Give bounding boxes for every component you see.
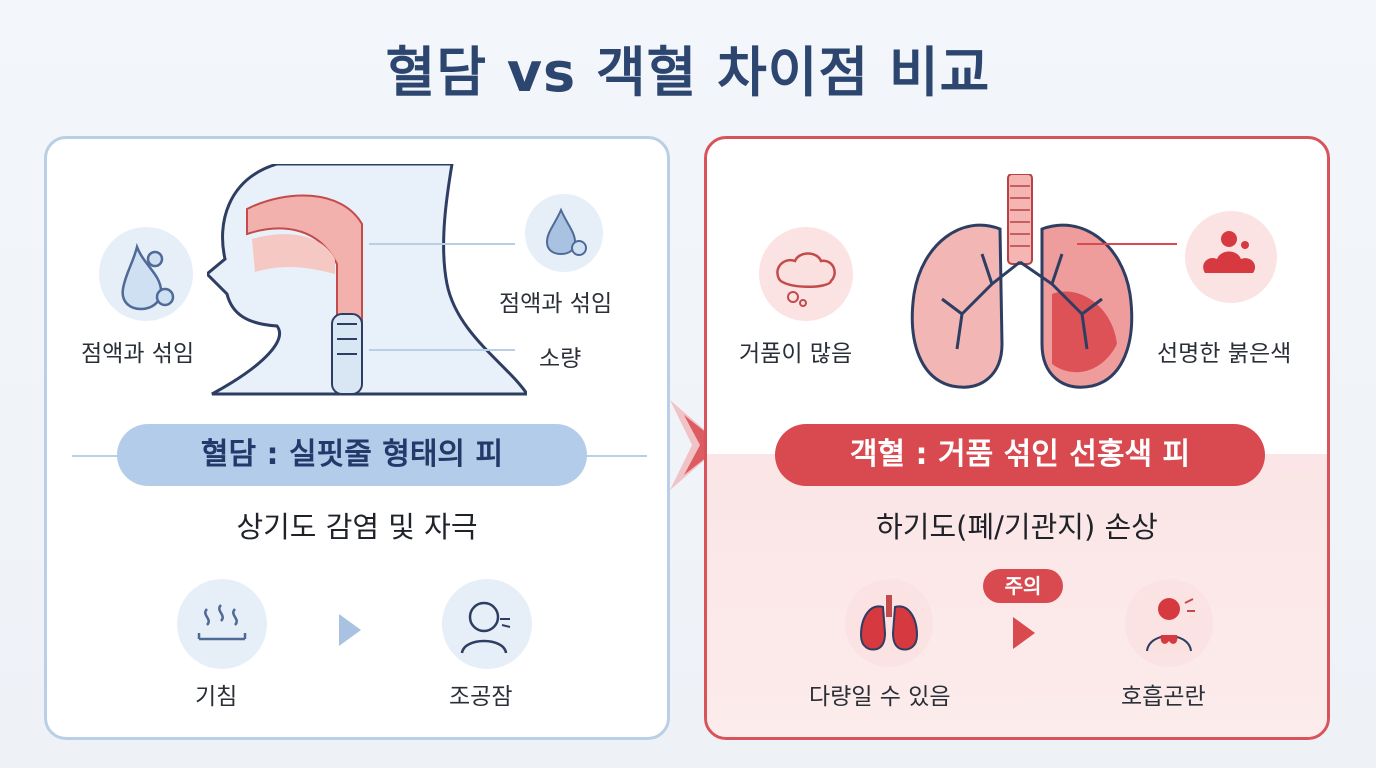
blood-bubbles-icon — [1203, 231, 1256, 273]
flow-arrow-icon — [339, 614, 361, 646]
flow-arrow-icon — [1013, 617, 1035, 649]
person-icon-circle — [442, 579, 532, 669]
phlegm-panel: 점액과 섞임 점액과 섞임 소량 혈담 : 실핏줄 형태의 피 상기도 감염 및… — [44, 136, 670, 740]
large-amount-label: 다량일 수 있음 — [809, 684, 951, 710]
hemoptysis-panel: 거품이 많음 선명한 붉은색 객혈 : 거품 섞인 선홍색 피 하기도(폐/기관… — [704, 136, 1330, 740]
cough-icon-circle — [177, 579, 267, 669]
person-label: 조공잠 — [449, 684, 513, 710]
page-title: 혈담 vs 객혈 차이점 비교 — [385, 41, 991, 104]
foam-bubbles-icon — [776, 252, 836, 307]
bright-red-label: 선명한 붉은색 — [1157, 341, 1292, 367]
dyspnea-label: 호흡곤란 — [1121, 684, 1206, 710]
water-drop-icon — [545, 207, 587, 256]
comparison-arrow-icon — [670, 400, 722, 490]
drop-icon-circle — [525, 194, 603, 272]
lungs-illustration — [910, 174, 1134, 389]
cough-label: 기침 — [195, 684, 238, 710]
cough-icon — [197, 604, 247, 641]
lung-small-icon-circle — [845, 579, 933, 667]
dyspnea-icon-circle — [1125, 579, 1213, 667]
mucus-drop-icon — [121, 242, 175, 311]
pointer-line — [1077, 243, 1177, 245]
mucus-icon-circle — [99, 227, 193, 321]
throat-illustration — [207, 164, 527, 396]
mucus-label-left: 점액과 섞임 — [81, 341, 195, 367]
person-cough-icon — [460, 601, 511, 654]
hemoptysis-banner: 객혈 : 거품 섞인 선홍색 피 — [775, 424, 1265, 486]
hemoptysis-subtitle: 하기도(폐/기관지) 손상 — [876, 510, 1158, 544]
small-amount-label: 소량 — [539, 346, 582, 372]
pointer-line — [369, 349, 515, 351]
pointer-line — [369, 243, 515, 245]
phlegm-banner: 혈담 : 실핏줄 형태의 피 — [117, 424, 587, 486]
blood-icon-circle — [1185, 211, 1277, 303]
foamy-label: 거품이 많음 — [739, 341, 853, 367]
person-dyspnea-icon — [1146, 598, 1195, 652]
mucus-label-right: 점액과 섞임 — [499, 291, 613, 317]
phlegm-subtitle: 상기도 감염 및 자극 — [236, 510, 478, 544]
foam-icon-circle — [759, 227, 853, 321]
caution-badge: 주의 — [983, 569, 1063, 603]
lungs-small-icon — [859, 595, 919, 651]
